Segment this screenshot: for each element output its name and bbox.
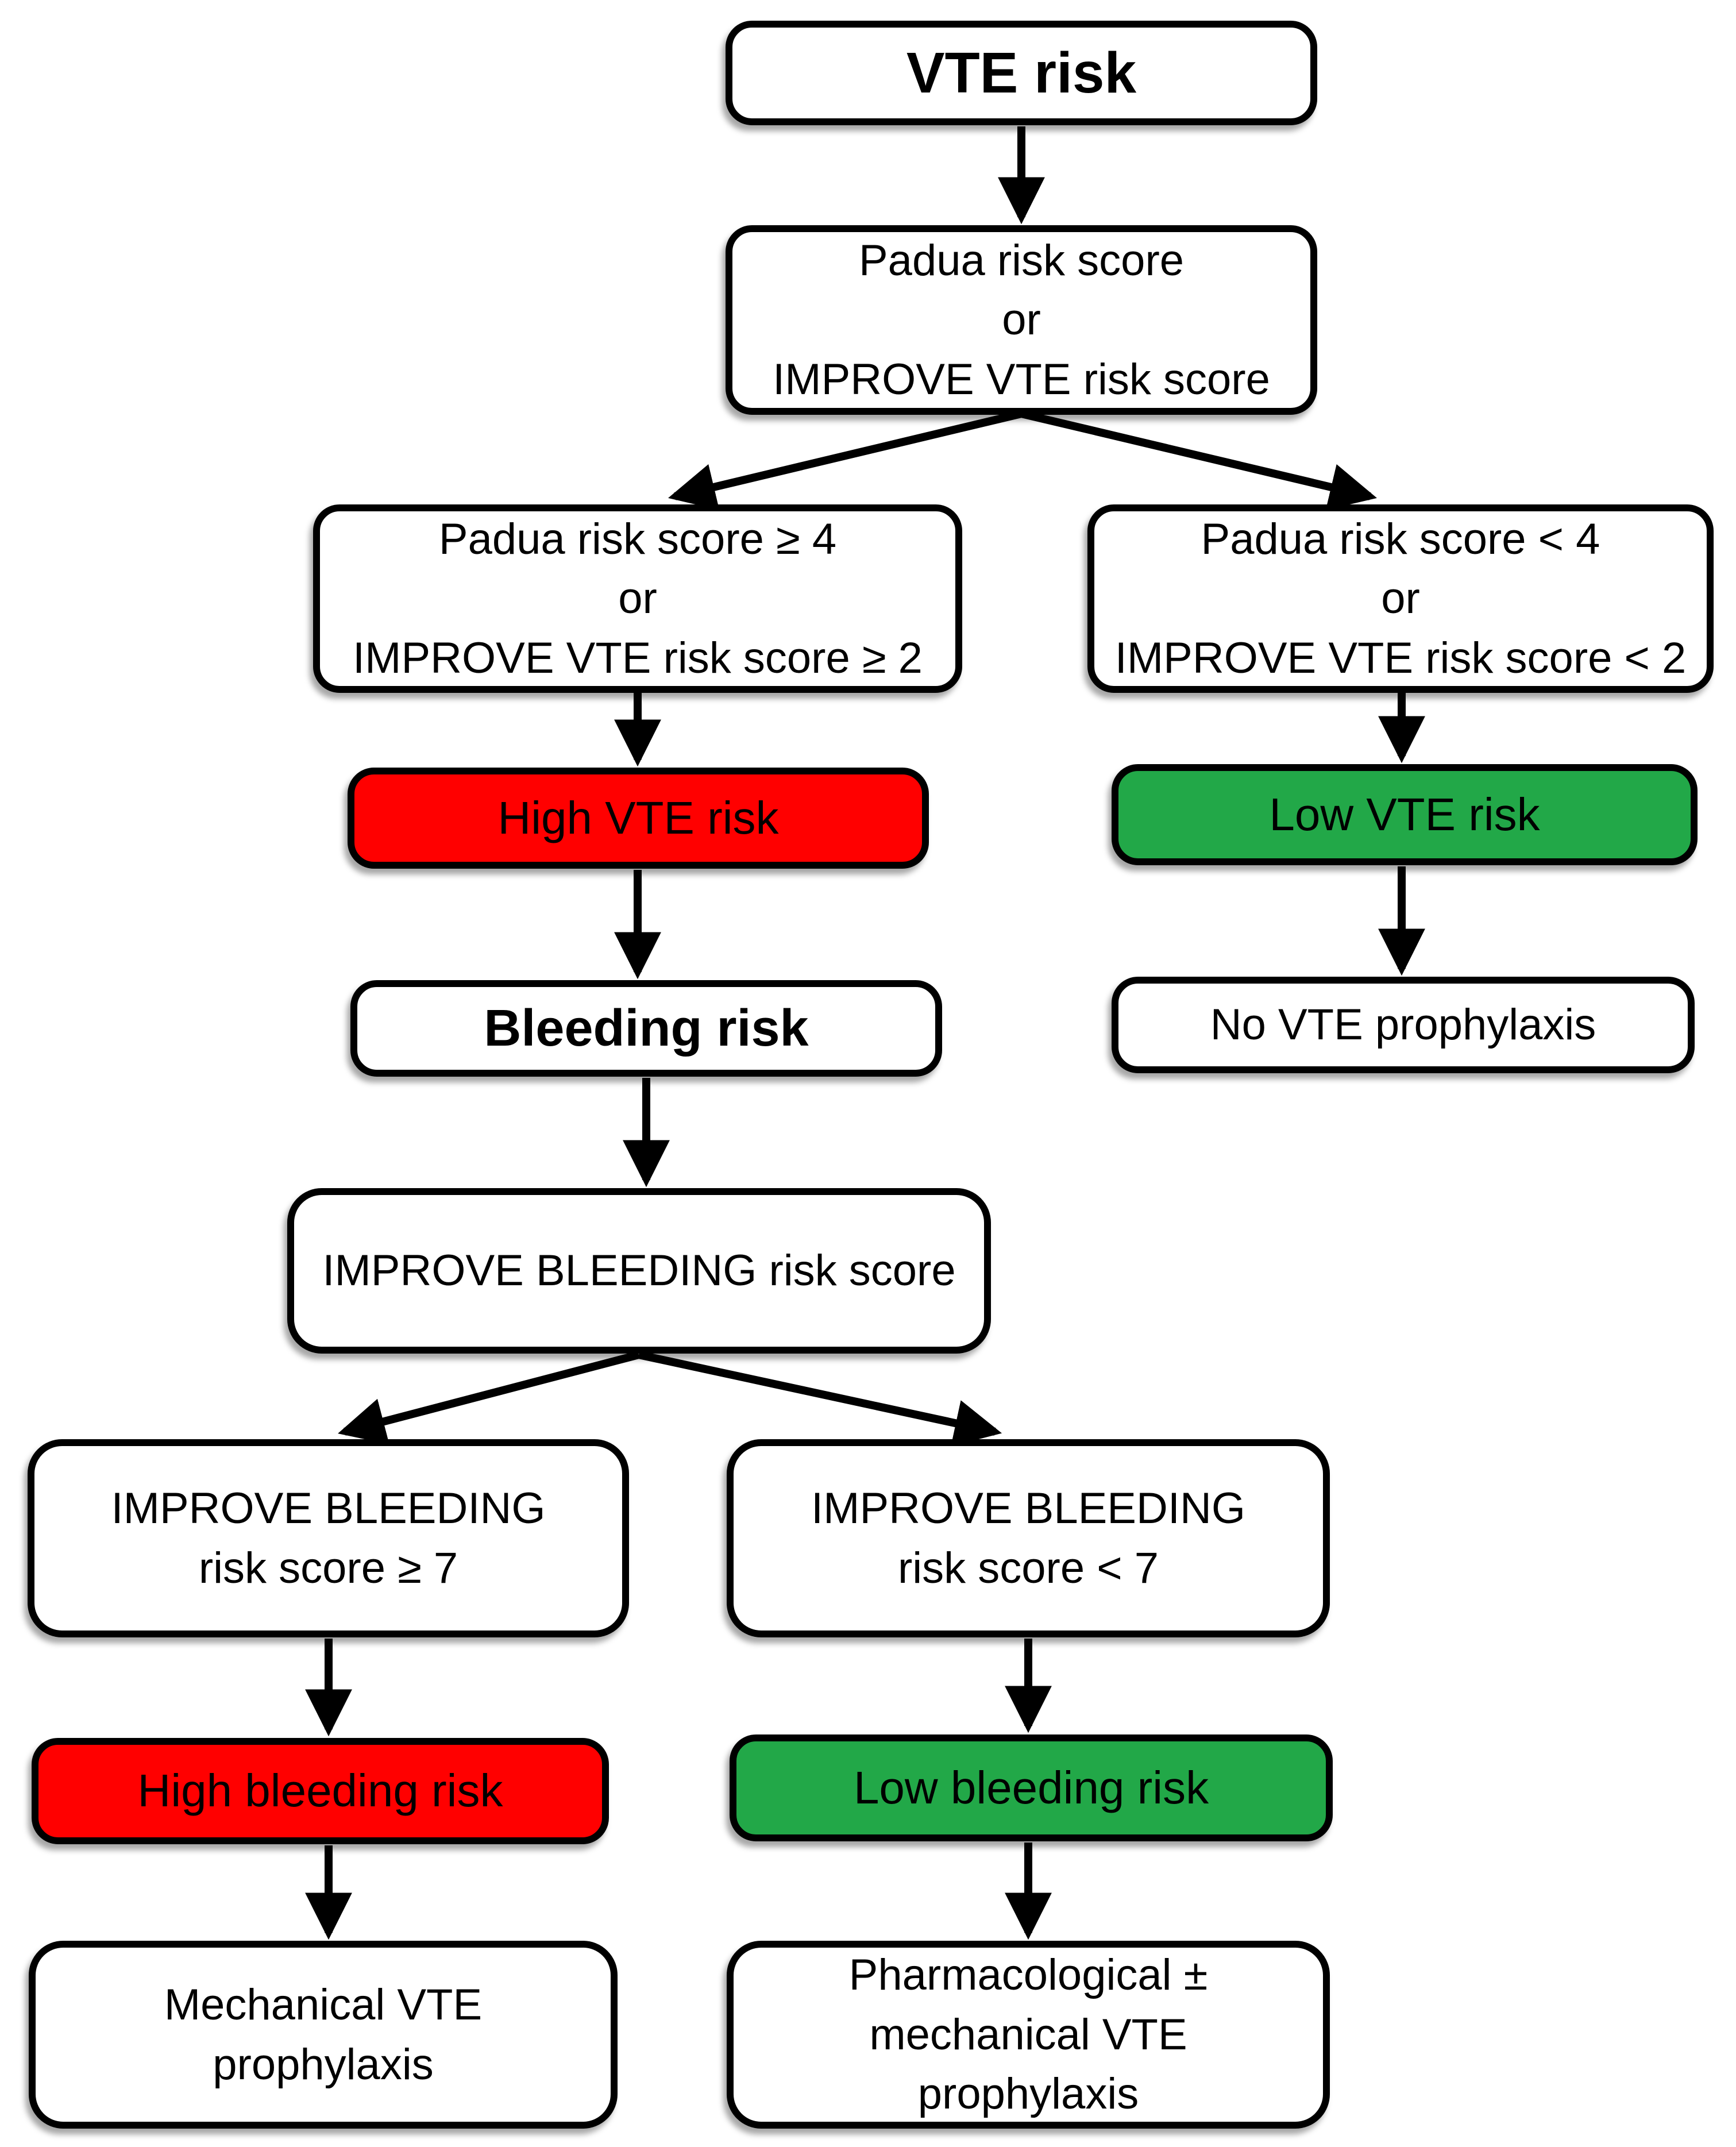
node-vte-risk-label: VTE risk <box>906 41 1137 105</box>
low-branch-line-2: or <box>1381 574 1420 623</box>
node-high-branch-criteria: Padua risk score ≥ 4 or IMPROVE VTE risk… <box>313 504 962 693</box>
mechanical-prophylaxis-line-2: prophylaxis <box>213 2040 434 2089</box>
high-branch-line-1: Padua risk score ≥ 4 <box>438 514 837 564</box>
node-low-bleeding-risk: Low bleeding risk <box>730 1734 1333 1841</box>
mechanical-prophylaxis-line-1: Mechanical VTE <box>164 1980 483 2030</box>
arrow-improve-to-high-bleed <box>338 1351 640 1445</box>
score-choice-line-2: or <box>1002 295 1041 345</box>
arrow-score-to-low-branch <box>1020 410 1377 510</box>
node-high-bleed-criteria: IMPROVE BLEEDING risk score ≥ 7 <box>28 1439 629 1637</box>
no-vte-prophylaxis-label: No VTE prophylaxis <box>1210 1000 1596 1050</box>
score-choice-line-1: Padua risk score <box>858 236 1185 285</box>
bleeding-risk-label: Bleeding risk <box>484 999 809 1057</box>
high-bleed-line-2: risk score ≥ 7 <box>198 1543 458 1593</box>
pharm-mech-line-2: mechanical VTE <box>869 2010 1187 2059</box>
pharm-mech-line-3: prophylaxis <box>917 2069 1139 2119</box>
node-high-bleeding-risk: High bleeding risk <box>32 1738 609 1844</box>
node-vte-risk: VTE risk <box>726 21 1317 125</box>
low-bleed-line-2: risk score < 7 <box>897 1543 1159 1593</box>
score-choice-line-3: IMPROVE VTE risk score <box>773 354 1270 404</box>
node-low-vte-risk: Low VTE risk <box>1112 764 1698 865</box>
node-no-vte-prophylaxis: No VTE prophylaxis <box>1112 977 1695 1073</box>
low-branch-line-1: Padua risk score < 4 <box>1201 514 1600 564</box>
arrow-score-to-high-branch <box>668 410 1023 510</box>
node-pharm-mech-prophylaxis: Pharmacological ± mechanical VTE prophyl… <box>727 1941 1330 2129</box>
arrow-improve-to-low-bleed <box>638 1351 1002 1447</box>
node-high-vte-risk: High VTE risk <box>348 768 929 869</box>
high-bleeding-risk-label: High bleeding risk <box>137 1765 503 1817</box>
low-bleed-line-1: IMPROVE BLEEDING <box>811 1484 1245 1533</box>
improve-bleeding-score-label: IMPROVE BLEEDING risk score <box>322 1246 956 1296</box>
pharm-mech-line-1: Pharmacological ± <box>848 1951 1208 2000</box>
node-low-bleed-criteria: IMPROVE BLEEDING risk score < 7 <box>727 1439 1330 1637</box>
low-branch-line-3: IMPROVE VTE risk score < 2 <box>1114 633 1687 683</box>
node-mechanical-prophylaxis: Mechanical VTE prophylaxis <box>29 1941 618 2129</box>
high-vte-risk-label: High VTE risk <box>497 792 779 843</box>
node-bleeding-risk: Bleeding risk <box>350 980 942 1077</box>
low-bleeding-risk-label: Low bleeding risk <box>853 1761 1209 1813</box>
high-bleed-line-1: IMPROVE BLEEDING <box>111 1484 546 1533</box>
node-low-branch-criteria: Padua risk score < 4 or IMPROVE VTE risk… <box>1087 504 1714 693</box>
node-score-choice: Padua risk score or IMPROVE VTE risk sco… <box>726 225 1317 415</box>
high-branch-line-3: IMPROVE VTE risk score ≥ 2 <box>353 633 923 683</box>
low-vte-risk-label: Low VTE risk <box>1269 788 1540 840</box>
high-branch-line-2: or <box>618 574 657 623</box>
node-improve-bleeding-score: IMPROVE BLEEDING risk score <box>287 1188 991 1354</box>
